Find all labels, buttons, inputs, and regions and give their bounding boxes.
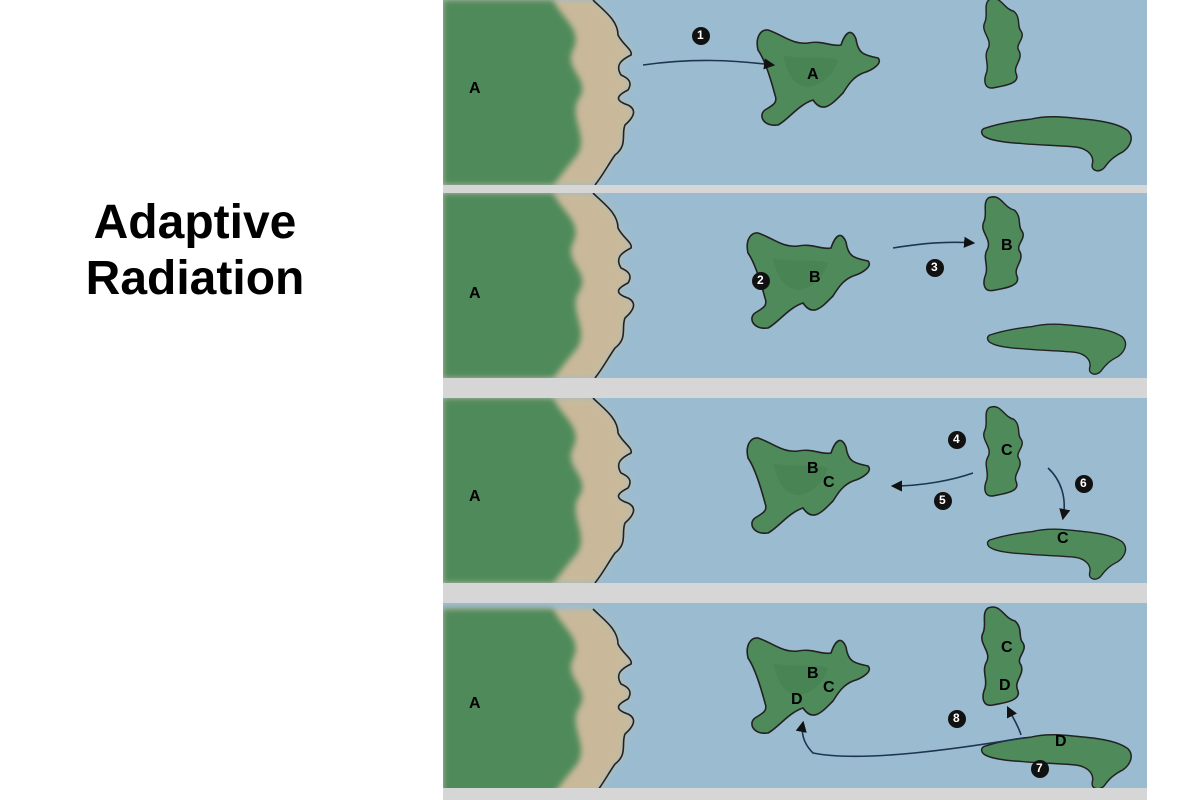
- panel-3: A B C C C 4 5 6: [443, 398, 1147, 583]
- south-island-species: C: [1057, 530, 1069, 547]
- central-island-species-2: C: [823, 474, 835, 491]
- step-marker-5: 5: [939, 493, 946, 507]
- panel-2: A B B 2 3: [443, 193, 1147, 378]
- north-island-species: B: [1001, 237, 1013, 254]
- north-island-species: C: [1001, 442, 1013, 459]
- mainland-label: A: [469, 285, 481, 302]
- step-marker-8: 8: [953, 711, 960, 725]
- panel-1: A A 1: [443, 0, 1147, 185]
- step-marker-2: 2: [757, 273, 764, 287]
- south-island-species: D: [1055, 733, 1067, 750]
- step-marker-7: 7: [1036, 761, 1043, 775]
- title-line-2: Radiation: [85, 252, 305, 305]
- central-island-species-2: C: [823, 679, 835, 696]
- central-island-species-1: B: [807, 665, 819, 682]
- north-island-species-2: D: [999, 677, 1011, 694]
- adaptive-radiation-figure: A A 1 A B B 2 3: [443, 0, 1147, 800]
- step-marker-3: 3: [931, 260, 938, 274]
- central-island-species-1: B: [807, 460, 819, 477]
- step-marker-1: 1: [697, 28, 704, 42]
- step-marker-6: 6: [1080, 476, 1087, 490]
- slide-title: Adaptive Radiation: [40, 195, 350, 307]
- mainland-label: A: [469, 488, 481, 505]
- title-line-1: Adaptive: [93, 196, 297, 249]
- central-island-species: B: [809, 269, 821, 286]
- mainland-label: A: [469, 695, 481, 712]
- north-island-species-1: C: [1001, 639, 1013, 656]
- central-island-species-3: D: [791, 691, 803, 708]
- central-island-species: A: [807, 66, 819, 83]
- panel-4: A B C D C D D 7 8: [443, 603, 1147, 788]
- step-marker-4: 4: [953, 432, 960, 446]
- mainland-label: A: [469, 80, 481, 97]
